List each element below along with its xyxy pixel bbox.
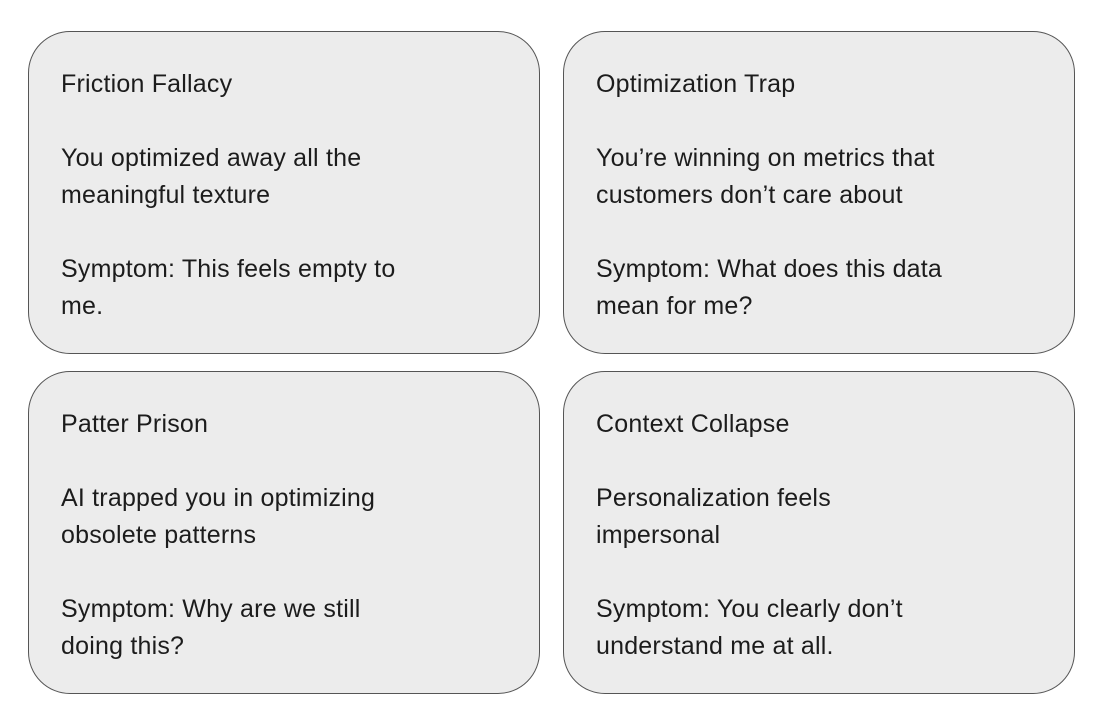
card-symptom: Symptom: Why are we still doing this? xyxy=(61,595,361,660)
card-symptom: Symptom: This feels empty to me. xyxy=(61,255,396,320)
card-description: Personalization feels impersonal xyxy=(596,484,831,549)
card-description: You’re winning on metrics that customers… xyxy=(596,144,935,209)
card-title: Context Collapse xyxy=(596,410,790,438)
card-symptom: Symptom: You clearly don’t understand me… xyxy=(596,595,903,660)
card-context-collapse: Context Collapse Personalization feels i… xyxy=(563,371,1075,694)
card-patter-prison: Patter Prison AI trapped you in optimizi… xyxy=(28,371,540,694)
card-symptom: Symptom: What does this data mean for me… xyxy=(596,255,943,320)
card-optimization-trap: Optimization Trap You’re winning on metr… xyxy=(563,31,1075,354)
card-description: You optimized away all the meaningful te… xyxy=(61,144,362,209)
card-grid: Friction Fallacy You optimized away all … xyxy=(28,31,1075,694)
card-description: AI trapped you in optimizing obsolete pa… xyxy=(61,484,376,549)
card-title: Patter Prison xyxy=(61,410,209,438)
card-title: Friction Fallacy xyxy=(61,70,233,98)
card-title: Optimization Trap xyxy=(596,70,796,98)
card-friction-fallacy: Friction Fallacy You optimized away all … xyxy=(28,31,540,354)
